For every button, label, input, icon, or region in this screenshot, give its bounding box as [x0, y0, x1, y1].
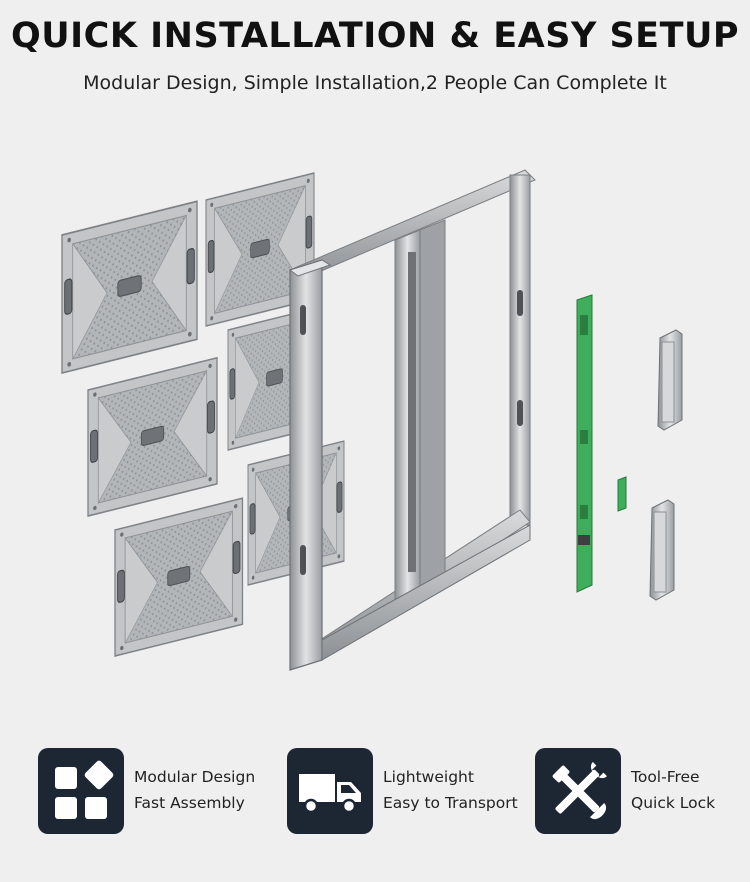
page-subtitle: Modular Design, Simple Installation,2 Pe…	[83, 72, 667, 94]
lock-parts	[649, 329, 683, 601]
tools-icon	[535, 748, 621, 834]
truck-icon	[287, 748, 373, 834]
feature-list: Modular Design Fast Assembly Lightweight…	[0, 748, 750, 838]
feature-toolfree-line2: Quick Lock	[631, 794, 716, 812]
page-title: QUICK INSTALLATION & EASY SETUP	[10, 16, 740, 56]
feature-lightweight-line2: Easy to Transport	[383, 794, 518, 812]
feature-toolfree-line1: Tool-Free	[631, 768, 700, 786]
feature-modular-line2: Fast Assembly	[134, 794, 245, 812]
feature-modular-line1: Modular Design	[134, 768, 256, 786]
pcb-strip	[576, 294, 627, 593]
feature-lightweight: Lightweight Easy to Transport	[287, 748, 527, 834]
modular-blocks-icon	[38, 748, 124, 834]
exploded-cabinet-illustration	[61, 169, 683, 671]
feature-toolfree: Tool-Free Quick Lock	[535, 748, 735, 834]
feature-lightweight-line1: Lightweight	[383, 768, 474, 786]
feature-modular: Modular Design Fast Assembly	[38, 748, 258, 834]
cabinet-frame	[288, 169, 536, 671]
